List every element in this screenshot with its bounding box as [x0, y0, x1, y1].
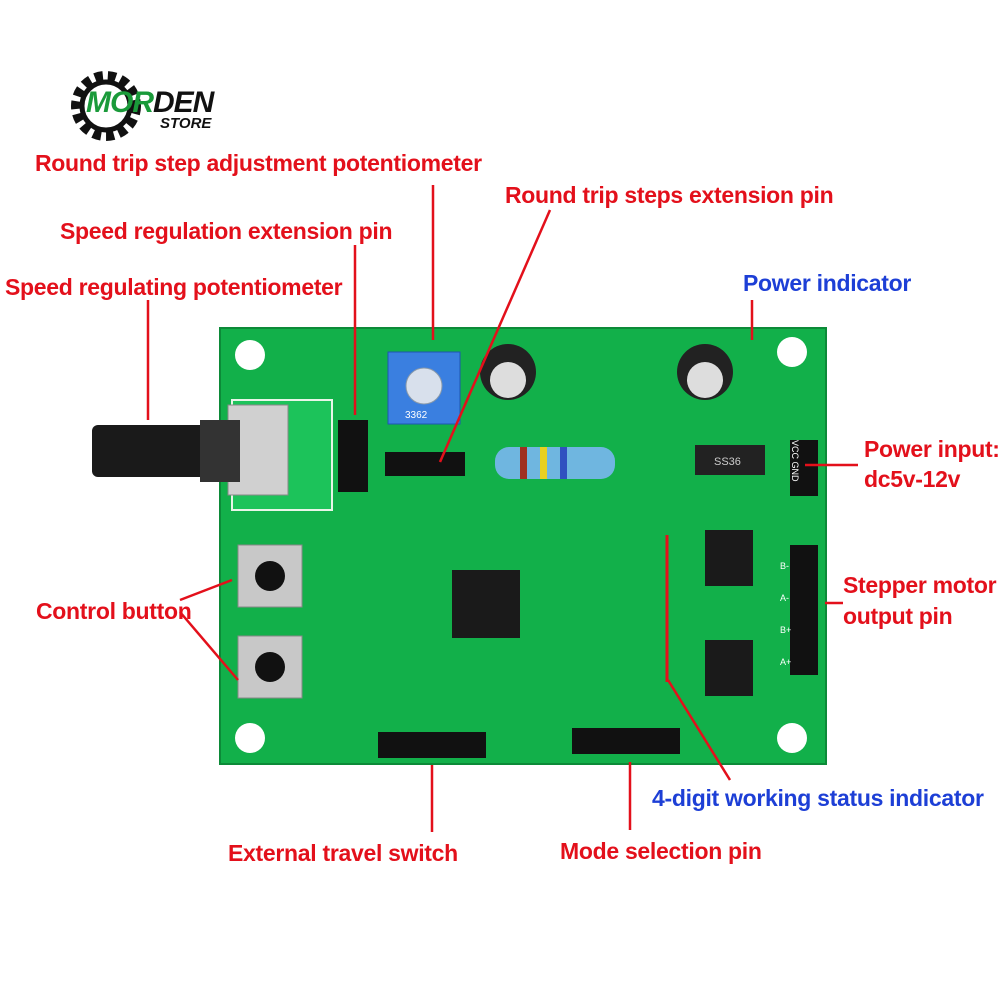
label-output-pin: output pin: [843, 603, 953, 629]
ics: [452, 530, 753, 696]
label-round-trip-step-potentiometer: Round trip step adjustment potentiometer: [35, 150, 482, 176]
label-control-button: Control button: [36, 598, 192, 624]
ss36-diode: SS36: [695, 445, 765, 475]
label-power-indicator: Power indicator: [743, 270, 912, 296]
motor-pin-labels: B- A- B+ A+: [780, 550, 791, 678]
pin-a-plus: A+: [780, 657, 792, 667]
label-power-input: Power input:: [864, 436, 1000, 462]
diode-marking: SS36: [714, 456, 741, 468]
label-round-trip-extension-pin: Round trip steps extension pin: [505, 182, 834, 208]
control-buttons: [237, 544, 303, 699]
power-pin-labels: VCC GND: [790, 440, 800, 482]
resistor: [495, 447, 615, 479]
annotation-arrows: [146, 185, 858, 832]
pin-a-minus: A-: [780, 593, 789, 603]
label-speed-extension-pin: Speed regulation extension pin: [60, 218, 393, 244]
logo-sub: STORE: [160, 115, 212, 132]
label-speed-potentiometer: Speed regulating potentiometer: [5, 274, 343, 300]
capacitors: [480, 344, 733, 400]
pot-marking: 3362: [405, 410, 428, 421]
jumpers: [338, 420, 818, 758]
pin-b-plus: B+: [780, 625, 792, 635]
label-stepper-motor: Stepper motor: [843, 572, 997, 598]
morden-store-logo: MORDEN STORE: [68, 66, 238, 146]
label-power-voltage: dc5v-12v: [864, 466, 961, 492]
logo-brand: MORDEN: [86, 86, 214, 119]
label-mode-selection-pin: Mode selection pin: [560, 838, 762, 864]
pin-vcc: VCC: [790, 440, 800, 460]
speed-potentiometer: [92, 399, 333, 511]
label-status-indicator: 4-digit working status indicator: [652, 785, 984, 811]
pin-gnd: GND: [790, 461, 800, 482]
pin-b-minus: B-: [780, 561, 789, 571]
round-trip-potentiometer: 3362: [387, 351, 461, 425]
gear-icon: [71, 71, 141, 141]
label-external-travel-switch: External travel switch: [228, 840, 458, 866]
